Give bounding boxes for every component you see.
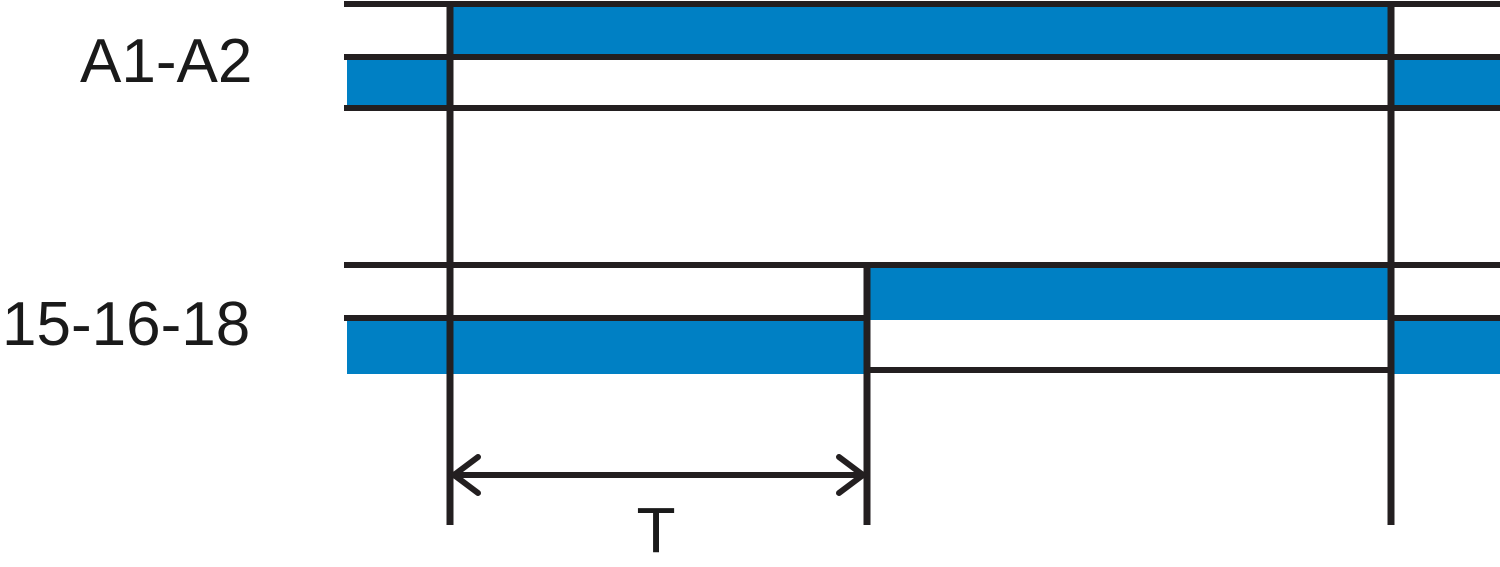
a1-a2-high-segment <box>450 5 1391 58</box>
signal-a1-a2: A1-A2 <box>80 1 1500 111</box>
interval-arrow-right-head <box>836 454 866 496</box>
interval-arrow-left-head <box>451 454 481 496</box>
contact-15-18-segment <box>867 265 1391 320</box>
interval-t-arrow: T <box>449 454 868 566</box>
a1-a2-low-after <box>1391 60 1500 109</box>
contact-15-16-segment <box>347 318 867 374</box>
interval-label: T <box>636 494 675 566</box>
signal-15-16-18: 15-16-18 <box>2 262 1500 374</box>
a1-a2-low-before <box>347 60 450 109</box>
contact-15-16-after <box>1391 318 1500 374</box>
signal-label-15-16-18: 15-16-18 <box>2 290 250 359</box>
signal-label-a1-a2: A1-A2 <box>80 27 252 96</box>
